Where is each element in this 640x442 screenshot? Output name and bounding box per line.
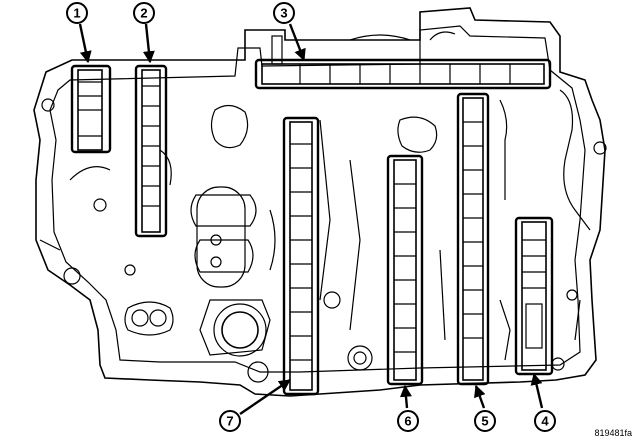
callout-1-label: 1: [73, 6, 80, 21]
arrow-7: [239, 379, 291, 415]
valve-4: [514, 216, 554, 376]
arrow-6: [400, 384, 412, 409]
arrow-2: [142, 23, 155, 64]
arrow-5: [474, 384, 486, 409]
valve-7: [282, 116, 320, 396]
callout-5-label: 5: [481, 414, 488, 429]
valve-6: [386, 154, 424, 386]
valve-2: [134, 64, 168, 238]
arrow-3: [288, 23, 306, 62]
valve-body-casting: [33, 7, 607, 397]
callout-arrows: [78, 23, 544, 415]
callout-2: 2: [133, 2, 155, 24]
callout-4: 4: [534, 410, 556, 432]
callout-5: 5: [474, 410, 496, 432]
callout-4-label: 4: [541, 414, 549, 429]
callout-3: 3: [273, 2, 295, 24]
callout-7: 7: [219, 410, 241, 432]
callout-3-label: 3: [280, 6, 287, 21]
callout-7-label: 7: [226, 414, 233, 429]
callout-2-label: 2: [140, 6, 147, 21]
arrow-4: [530, 372, 544, 409]
valve-3: [254, 35, 552, 90]
callout-6-label: 6: [404, 414, 411, 429]
valve-5: [456, 92, 490, 386]
valve-1: [70, 64, 112, 154]
callout-1: 1: [66, 2, 88, 24]
figure-code: 819481fa: [594, 428, 632, 438]
arrow-1: [78, 23, 92, 64]
callout-6: 6: [397, 410, 419, 432]
